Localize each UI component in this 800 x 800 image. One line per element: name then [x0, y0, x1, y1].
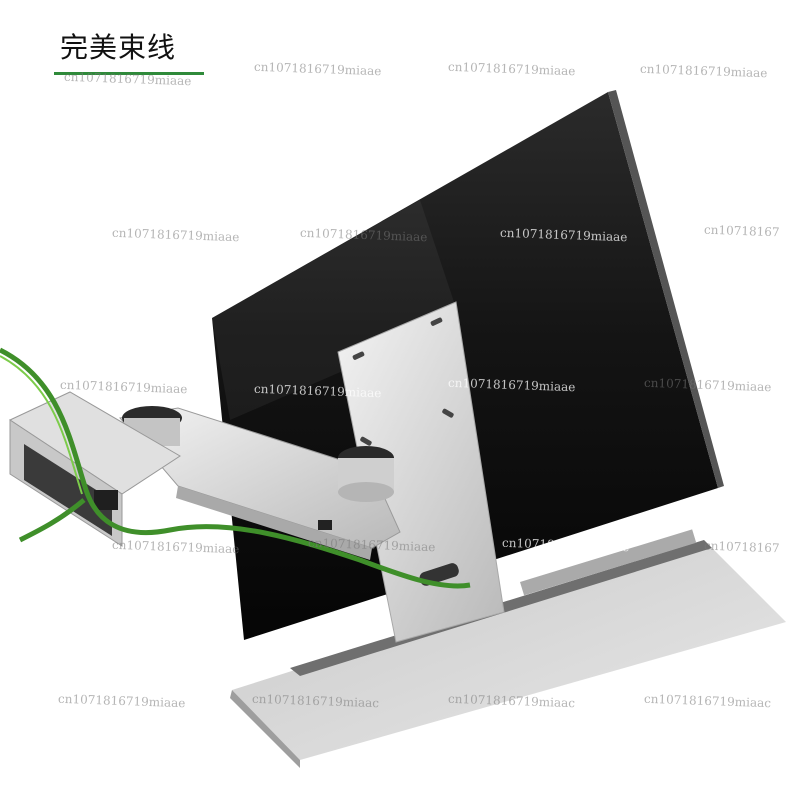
arm-lower-edge — [176, 486, 372, 560]
tray-surface — [232, 540, 786, 760]
green-cable — [0, 347, 471, 589]
heading-underline — [54, 72, 204, 75]
green-cable-highlight — [0, 355, 83, 495]
vesa-slot — [352, 351, 365, 360]
bracket-clamp — [94, 490, 118, 510]
screen-reflection — [212, 200, 460, 420]
arm — [119, 406, 401, 560]
wall-bracket — [8, 391, 181, 547]
tray-front-edge — [230, 690, 300, 768]
arm-clip — [318, 520, 332, 530]
vesa-slot — [442, 408, 454, 418]
vesa-slot — [430, 317, 443, 326]
bracket-cavity — [24, 444, 112, 536]
tray-slide-rail — [520, 529, 697, 596]
heading-text: 完美束线 — [60, 31, 177, 64]
green-cable-branch — [18, 498, 86, 543]
monitor-edge — [608, 90, 724, 488]
vesa-slot — [360, 436, 372, 446]
watermark-text: cn10718167 — [703, 222, 780, 240]
joint-base — [338, 482, 394, 502]
watermark-text: cn10718167 — [703, 538, 780, 556]
